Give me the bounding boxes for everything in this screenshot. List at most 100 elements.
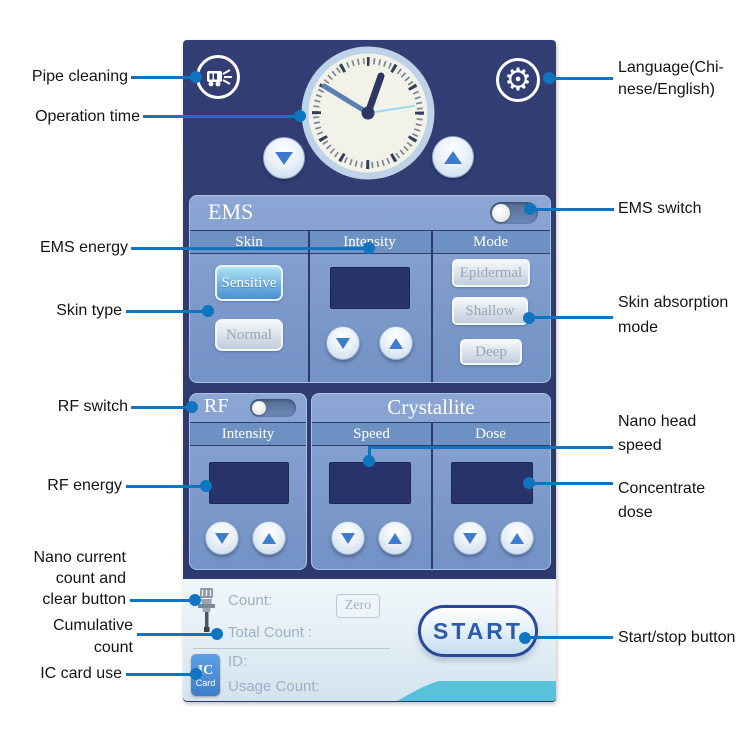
column-divider bbox=[308, 230, 310, 382]
nano-handpiece-icon bbox=[198, 588, 215, 632]
time-down-button[interactable] bbox=[263, 137, 305, 179]
callout-dot bbox=[186, 401, 198, 413]
callout-skin-type: Skin type bbox=[56, 302, 122, 319]
dose-down-button[interactable] bbox=[453, 521, 487, 555]
dose-header: Dose bbox=[475, 425, 506, 442]
triangle-down-icon bbox=[215, 532, 229, 544]
callout-rf-switch: RF switch bbox=[57, 398, 128, 415]
ems-intensity-down-button[interactable] bbox=[326, 326, 360, 360]
rf-intensity-display bbox=[209, 462, 289, 504]
dose-display bbox=[451, 462, 533, 504]
dose-up-button[interactable] bbox=[500, 521, 534, 555]
speed-display bbox=[329, 462, 411, 504]
start-button[interactable]: START bbox=[418, 605, 538, 657]
callout-line bbox=[553, 77, 613, 80]
rf-title: RF bbox=[204, 395, 229, 417]
analog-clock-icon bbox=[301, 46, 435, 180]
callout-line bbox=[126, 673, 191, 676]
callout-dot bbox=[189, 594, 201, 606]
usage-count-label: Usage Count: bbox=[228, 678, 320, 695]
rf-intensity-header: Intensity bbox=[221, 425, 275, 442]
callout-cumulative-count: Cumulative count bbox=[52, 617, 133, 656]
operation-time-clock bbox=[300, 45, 436, 181]
callout-dot bbox=[200, 480, 212, 492]
ems-skin-header: Skin bbox=[235, 233, 263, 250]
toggle-knob bbox=[252, 401, 266, 415]
callout-language: Language(Chi- nese/English) bbox=[618, 59, 724, 98]
callout-dot bbox=[543, 72, 555, 84]
ems-intensity-display bbox=[330, 267, 410, 309]
count-label: Count: bbox=[228, 592, 273, 609]
ems-intensity-header: Intensity bbox=[308, 231, 431, 253]
callout-skin-absorption: Skin absorption mode bbox=[618, 294, 729, 336]
callout-line bbox=[131, 247, 364, 250]
column-divider bbox=[431, 230, 433, 382]
ems-mode-header: Mode bbox=[473, 233, 508, 250]
callout-nano-head-speed: Nano head speed bbox=[618, 413, 697, 454]
triangle-up-icon bbox=[510, 532, 524, 544]
crystallite-title: Crystallite bbox=[387, 395, 475, 419]
callout-line bbox=[126, 485, 201, 488]
callout-line bbox=[143, 115, 295, 118]
triangle-down-icon bbox=[463, 532, 477, 544]
callout-dot bbox=[211, 628, 223, 640]
callout-line bbox=[130, 599, 190, 602]
speed-down-button[interactable] bbox=[331, 521, 365, 555]
speed-up-button[interactable] bbox=[378, 521, 412, 555]
ems-section: EMS Skin Intensity Mode Sensitive Normal… bbox=[189, 195, 551, 383]
time-up-button[interactable] bbox=[432, 136, 474, 178]
rf-intensity-up-button[interactable] bbox=[252, 521, 286, 555]
callout-line bbox=[533, 482, 613, 485]
rf-intensity-down-button[interactable] bbox=[205, 521, 239, 555]
callout-dot bbox=[190, 71, 202, 83]
triangle-up-icon bbox=[262, 532, 276, 544]
callout-ems-energy: EMS energy bbox=[39, 239, 128, 256]
callout-operation-time: Operation time bbox=[35, 108, 140, 125]
callout-line bbox=[370, 446, 613, 449]
swoosh-decoration bbox=[397, 681, 556, 701]
callout-dot bbox=[294, 110, 306, 122]
callout-line bbox=[534, 208, 614, 211]
skin-sensitive-button[interactable]: Sensitive bbox=[215, 265, 283, 301]
callout-line bbox=[368, 446, 371, 459]
callout-ems-switch: EMS switch bbox=[618, 200, 702, 217]
mode-deep-button[interactable]: Deep bbox=[460, 339, 522, 365]
total-count-label: Total Count : bbox=[228, 624, 313, 641]
zero-button[interactable]: Zero bbox=[336, 594, 380, 618]
callout-line bbox=[131, 406, 187, 409]
callout-rf-energy: RF energy bbox=[47, 477, 122, 494]
callout-line bbox=[529, 636, 613, 639]
callout-line bbox=[131, 76, 191, 79]
callout-dot bbox=[363, 455, 375, 467]
device-screen-panel: ⚙ EMS bbox=[183, 40, 556, 702]
callout-dot bbox=[190, 668, 202, 680]
callout-pipe-cleaning: Pipe cleaning bbox=[31, 68, 128, 85]
rf-switch-toggle[interactable] bbox=[250, 399, 296, 417]
mode-epidermal-button[interactable]: Epidermal bbox=[452, 259, 530, 287]
footer-divider bbox=[193, 648, 390, 649]
speed-header: Speed bbox=[353, 425, 390, 442]
callout-concentrate-dose: Concentrate dose bbox=[618, 480, 706, 521]
ems-title: EMS bbox=[208, 199, 254, 224]
pipe-cleaning-icon bbox=[207, 69, 232, 87]
toggle-knob bbox=[492, 204, 510, 222]
triangle-up-icon bbox=[388, 532, 402, 544]
callout-start-stop: Start/stop button bbox=[618, 629, 736, 646]
pipe-cleaning-button[interactable] bbox=[196, 55, 240, 99]
callout-line bbox=[126, 310, 203, 313]
ems-intensity-up-button[interactable] bbox=[379, 326, 413, 360]
column-divider bbox=[431, 422, 433, 569]
skin-normal-button[interactable]: Normal bbox=[215, 319, 283, 351]
id-label: ID: bbox=[228, 653, 248, 670]
triangle-down-icon bbox=[336, 337, 350, 349]
status-bar: Count: Zero Total Count : IC Card ID: Us… bbox=[183, 579, 556, 701]
mode-shallow-button[interactable]: Shallow bbox=[452, 297, 528, 325]
triangle-down-icon bbox=[275, 151, 293, 165]
crystallite-section: Crystallite Speed Dose bbox=[311, 393, 551, 570]
triangle-down-icon bbox=[341, 532, 355, 544]
callout-dot bbox=[519, 632, 531, 644]
settings-button[interactable]: ⚙ bbox=[496, 58, 540, 102]
callout-nano-count: Nano current count and clear button bbox=[33, 549, 127, 608]
callout-ic-card-use: IC card use bbox=[40, 665, 122, 682]
